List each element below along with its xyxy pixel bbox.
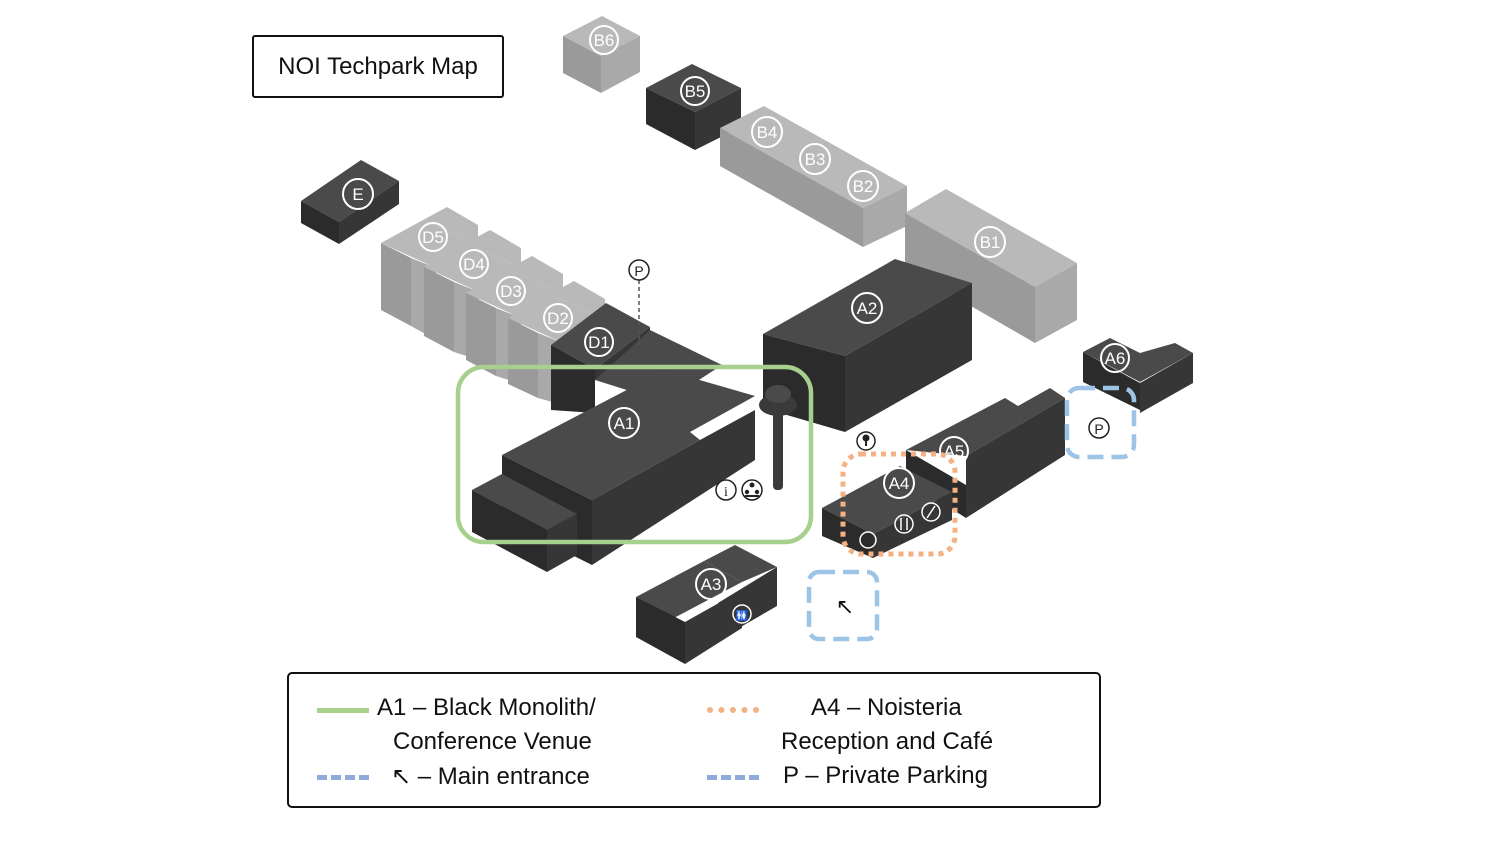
restroom-icon: 🚻: [736, 609, 748, 622]
legend-noisteria-line1: A4 – Noisteria: [811, 694, 962, 721]
label-a5: A5: [944, 442, 965, 461]
building-b5[interactable]: B5: [646, 64, 741, 150]
label-d2: D2: [547, 309, 569, 328]
parking-marker-d[interactable]: P: [628, 259, 650, 345]
building-b6[interactable]: B6: [563, 16, 640, 93]
building-a1[interactable]: A1: [472, 370, 755, 572]
label-d5: D5: [422, 228, 444, 247]
legend-conference-line2: Conference Venue: [393, 728, 592, 755]
label-a6: A6: [1105, 349, 1126, 368]
building-a4[interactable]: A4: [822, 466, 952, 558]
building-b1[interactable]: B1: [905, 189, 1077, 343]
label-b2: B2: [853, 177, 874, 196]
legend-noisteria-line2: Reception and Café: [781, 728, 994, 755]
legend-parking: P – Private Parking: [783, 762, 988, 789]
label-b3: B3: [805, 150, 826, 169]
info-icon[interactable]: i: [715, 479, 737, 501]
building-a3[interactable]: A3 🚻: [636, 545, 777, 664]
label-b5: B5: [685, 82, 706, 101]
label-e: E: [352, 185, 363, 204]
building-b2-b4[interactable]: B4 B3 B2: [720, 106, 907, 247]
label-a2: A2: [857, 299, 878, 318]
noisteria-highlight: [840, 451, 958, 557]
legend-swatch-entrance: [317, 775, 369, 780]
svg-text:P: P: [634, 263, 643, 279]
tower-a1: [759, 385, 797, 490]
legend-conference-line1: A1 – Black Monolith/: [377, 694, 596, 721]
label-d1: D1: [588, 333, 610, 352]
label-b6: B6: [594, 31, 615, 50]
map-title: NOI Techpark Map: [252, 35, 504, 98]
tree-icon: [856, 431, 876, 451]
legend-swatch-noisteria: [707, 707, 759, 713]
label-a1: A1: [614, 414, 635, 433]
legend-entrance: ↖ – Main entrance: [391, 763, 590, 790]
conference-icon[interactable]: [741, 479, 763, 501]
conference-venue-highlight: [455, 364, 814, 545]
main-entrance-marker[interactable]: ↖: [806, 569, 880, 642]
private-parking-marker[interactable]: P: [1064, 385, 1137, 460]
building-e[interactable]: E: [301, 160, 399, 244]
label-d4: D4: [463, 255, 485, 274]
label-b4: B4: [757, 123, 778, 142]
legend-swatch-conference: [317, 708, 369, 713]
label-a3: A3: [701, 575, 722, 594]
svg-text:i: i: [724, 485, 728, 500]
label-a4: A4: [889, 474, 910, 493]
building-a6[interactable]: A6: [1083, 338, 1193, 413]
parking-icon: P: [1094, 421, 1103, 437]
entrance-arrow-icon: ↖: [836, 595, 854, 620]
legend: A1 – Black Monolith/ Conference Venue ↖ …: [287, 672, 1101, 808]
label-d3: D3: [500, 282, 522, 301]
legend-swatch-parking: [707, 775, 759, 780]
label-b1: B1: [980, 233, 1001, 252]
